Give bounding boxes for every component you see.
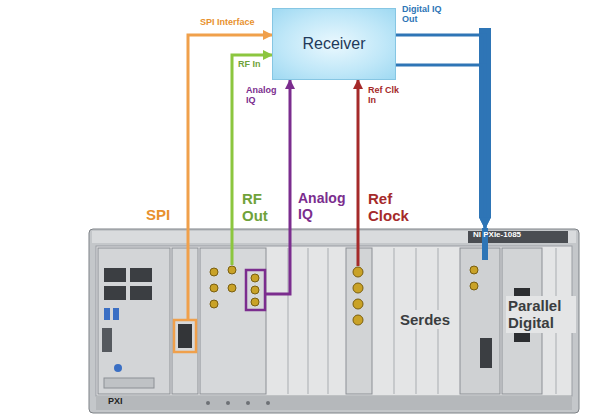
module-label: Analog IQ bbox=[298, 190, 354, 222]
module-label: Serdes bbox=[398, 310, 452, 329]
signal-label: Ref Clk In bbox=[368, 85, 408, 106]
signal-label: SPI Interface bbox=[200, 17, 270, 27]
receiver-box: Receiver bbox=[272, 8, 396, 80]
node-text: PXI bbox=[108, 397, 123, 406]
module-label: SPI bbox=[146, 206, 182, 223]
signal-label: Digital IQ Out bbox=[402, 4, 458, 25]
module-label: Parallel Digital bbox=[506, 296, 576, 333]
module-label: RF Out bbox=[242, 190, 286, 225]
signal-label: Analog IQ bbox=[246, 85, 286, 106]
node-text: Receiver bbox=[302, 35, 365, 53]
digital-iq-connector bbox=[396, 65, 485, 228]
node-text: NI PXIe-1085 bbox=[473, 231, 521, 239]
module-label: Ref Clock bbox=[368, 190, 420, 225]
digital-iq-connector bbox=[396, 35, 485, 228]
ref-clock-connector bbox=[357, 80, 360, 228]
signal-label: RF In bbox=[238, 59, 270, 69]
analog-iq-connector bbox=[289, 80, 292, 228]
